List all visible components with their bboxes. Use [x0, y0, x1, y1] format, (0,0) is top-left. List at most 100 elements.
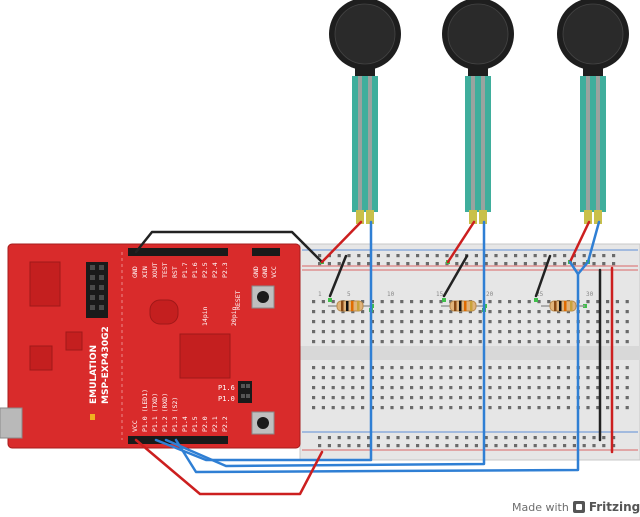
- rail-hole: [572, 444, 576, 448]
- terminal-hole: [439, 340, 443, 344]
- terminal-hole: [517, 366, 521, 370]
- rail-hole: [327, 436, 331, 440]
- bottom-header: [128, 436, 228, 444]
- terminal-hole: [566, 366, 570, 370]
- terminal-hole: [410, 376, 414, 380]
- rail-hole: [327, 262, 331, 266]
- rail-hole: [455, 436, 459, 440]
- terminal-hole: [439, 376, 443, 380]
- connected-hole: [328, 298, 332, 302]
- terminal-hole: [488, 340, 492, 344]
- usb-connector: [0, 407, 23, 439]
- terminal-hole: [361, 300, 365, 304]
- pin-label-p24: P2.4: [211, 262, 219, 278]
- terminal-hole: [341, 396, 345, 400]
- terminal-hole: [615, 396, 619, 400]
- terminal-hole: [312, 366, 316, 370]
- terminal-hole: [321, 300, 325, 304]
- terminal-hole: [478, 406, 482, 410]
- rail-hole: [445, 254, 449, 258]
- terminal-hole: [596, 310, 600, 314]
- made-with-text: Made with: [512, 500, 569, 514]
- resistor-2: [441, 300, 485, 312]
- terminal-hole: [370, 340, 374, 344]
- rail-hole: [582, 262, 586, 266]
- terminal-hole: [370, 330, 374, 334]
- terminal-hole: [527, 406, 531, 410]
- terminal-hole: [370, 320, 374, 324]
- terminal-hole: [361, 310, 365, 314]
- terminal-hole: [400, 330, 404, 334]
- terminal-hole: [596, 396, 600, 400]
- wire-signal-3: [174, 260, 590, 474]
- wire-signal-2: [164, 308, 486, 468]
- terminal-hole: [429, 386, 433, 390]
- terminal-hole: [331, 396, 335, 400]
- terminal-hole: [478, 300, 482, 304]
- terminal-hole: [410, 340, 414, 344]
- rail-hole: [386, 436, 390, 440]
- terminal-hole: [331, 330, 335, 334]
- terminal-hole: [321, 406, 325, 410]
- terminal-hole: [468, 330, 472, 334]
- terminal-hole: [370, 300, 374, 304]
- terminal-hole: [459, 386, 463, 390]
- col-number-20: 20: [486, 291, 494, 298]
- terminal-hole: [586, 310, 590, 314]
- terminal-hole: [390, 310, 394, 314]
- terminal-hole: [351, 406, 355, 410]
- terminal-hole: [488, 366, 492, 370]
- terminal-hole: [478, 340, 482, 344]
- rail-hole: [514, 254, 518, 258]
- rail-hole: [376, 262, 380, 266]
- rail-hole: [533, 254, 537, 258]
- terminal-hole: [498, 396, 502, 400]
- terminal-hole: [370, 376, 374, 380]
- rail-hole: [474, 444, 478, 448]
- terminal-hole: [370, 396, 374, 400]
- terminal-hole: [351, 376, 355, 380]
- terminal-hole: [351, 330, 355, 334]
- rail-hole: [504, 444, 508, 448]
- terminal-hole: [449, 320, 453, 324]
- pin-label-p12: P1.2 (RXD): [161, 393, 169, 432]
- terminal-hole: [439, 310, 443, 314]
- terminal-hole: [419, 386, 423, 390]
- top-header: [128, 248, 228, 256]
- terminal-hole: [547, 320, 551, 324]
- terminal-hole: [312, 330, 316, 334]
- rail-hole: [514, 436, 518, 440]
- terminal-hole: [341, 386, 345, 390]
- terminal-hole: [547, 330, 551, 334]
- terminal-hole: [380, 396, 384, 400]
- rail-hole: [484, 262, 488, 266]
- terminal-hole: [527, 310, 531, 314]
- terminal-hole: [625, 300, 629, 304]
- rail-hole: [425, 436, 429, 440]
- label-14pin: 14pin: [201, 306, 209, 326]
- terminal-hole: [527, 300, 531, 304]
- rail-hole: [563, 444, 567, 448]
- rail-hole: [465, 436, 469, 440]
- pin-label-p22: P2.2: [221, 416, 229, 432]
- rail-hole: [602, 262, 606, 266]
- rail-hole: [504, 262, 508, 266]
- terminal-hole: [508, 386, 512, 390]
- terminal-hole: [341, 330, 345, 334]
- terminal-hole: [331, 406, 335, 410]
- terminal-hole: [468, 320, 472, 324]
- terminal-hole: [566, 376, 570, 380]
- rail-hole: [592, 436, 596, 440]
- rail-hole: [563, 436, 567, 440]
- pin-label-rst: RST: [171, 266, 179, 278]
- sensor-tail: [352, 76, 378, 212]
- pin-label-p25: P2.5: [201, 262, 209, 278]
- terminal-hole: [478, 330, 482, 334]
- terminal-hole: [459, 330, 463, 334]
- wire-signal-3-link: [568, 260, 580, 276]
- terminal-hole: [596, 406, 600, 410]
- terminal-hole: [606, 310, 610, 314]
- pin-label-gnd: GND: [131, 266, 139, 278]
- col-number-25: 25: [536, 291, 544, 298]
